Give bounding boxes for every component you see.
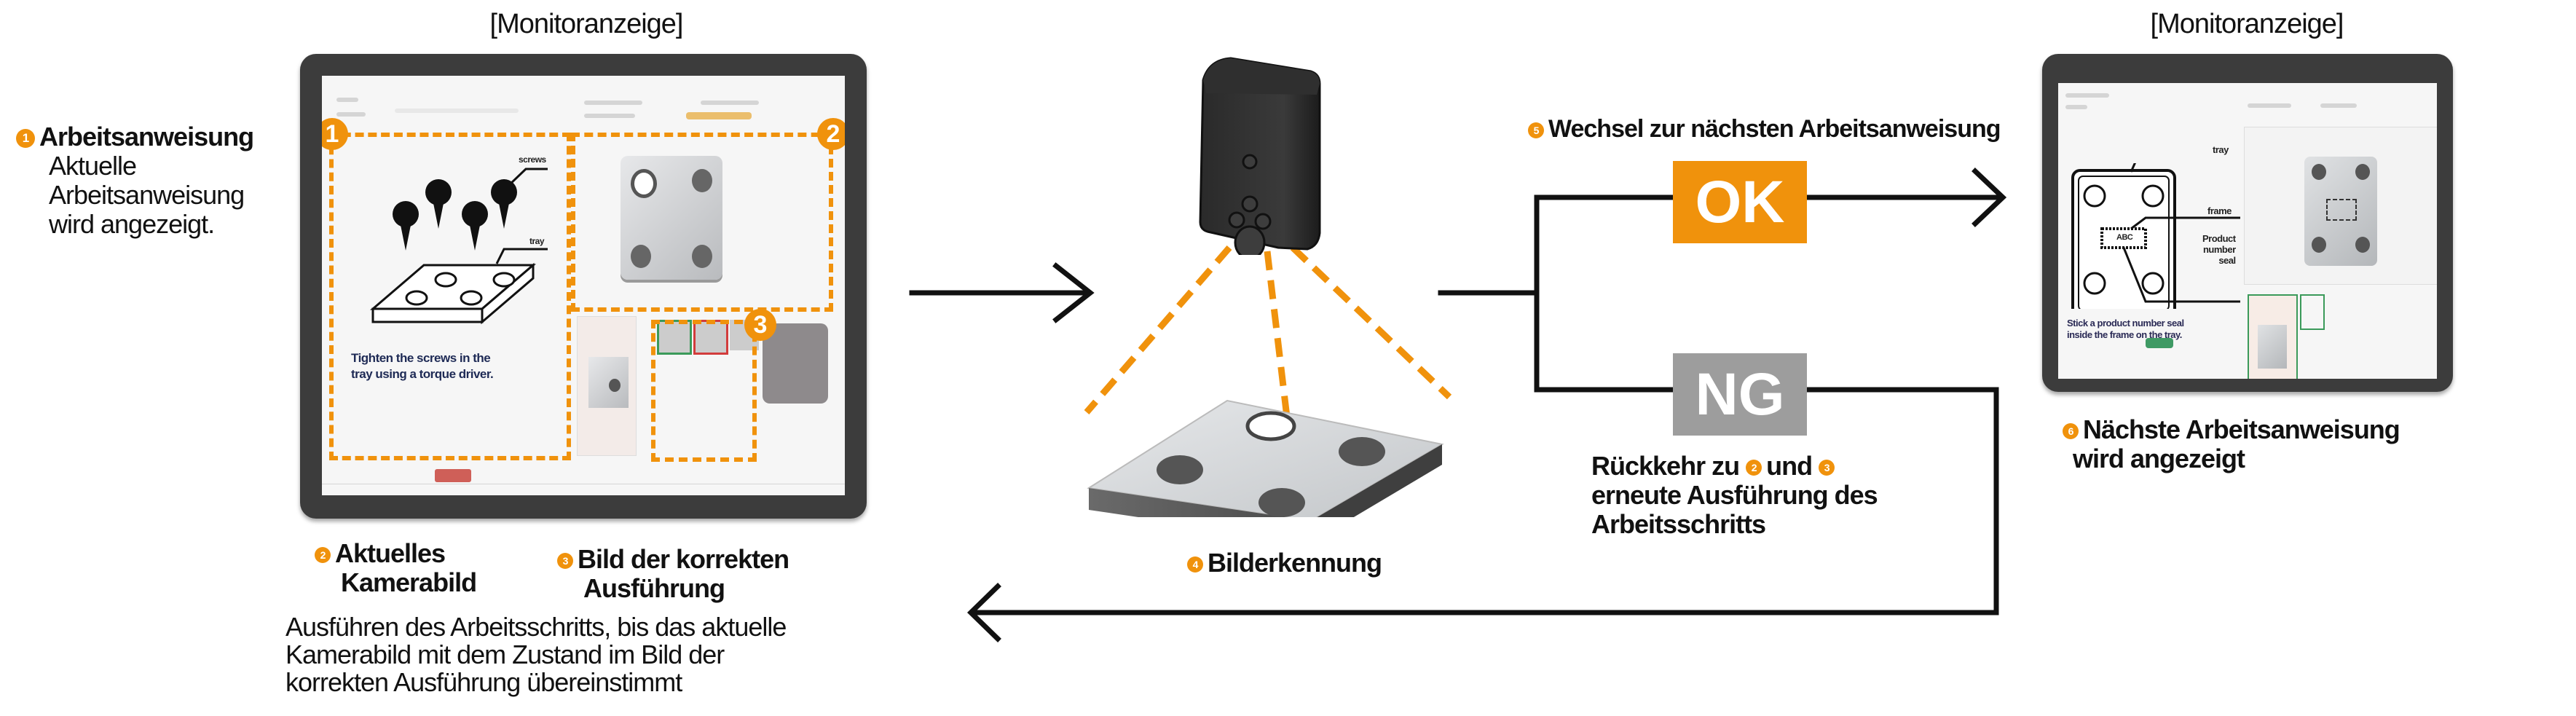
- instruction-text-line1: Tighten the screws in the: [351, 351, 491, 365]
- seal-instruction-illustration: [2071, 163, 2240, 309]
- tray-outline-icon: [369, 262, 537, 325]
- callout-1-line1: Aktuelle: [49, 151, 137, 181]
- area-1-instruction: [329, 133, 571, 460]
- area-2-camera: [571, 133, 833, 312]
- tray-product-icon: [1087, 399, 1444, 517]
- execute-note: Ausführen des Arbeitsschritts, bis das a…: [285, 612, 787, 697]
- right-monitor-heading: [Monitoranzeige]: [2150, 9, 2344, 39]
- instruction-text-line2: tray using a torque driver.: [351, 367, 494, 381]
- screw-head-icon: [692, 245, 712, 268]
- reference-thumb-ok: [2300, 294, 2325, 330]
- label-frame: frame: [2207, 205, 2232, 216]
- history-thumbnail: [577, 316, 637, 456]
- marker-2: 2: [817, 118, 845, 150]
- marker-1: 1: [322, 118, 348, 150]
- screw-head-icon: [692, 169, 712, 192]
- area-3-reference: [651, 320, 757, 462]
- left-monitor: screws tray Tighten the screws in the tr…: [300, 54, 867, 519]
- camera-image: [2244, 127, 2437, 285]
- label-tray: tray: [529, 236, 545, 246]
- left-monitor-screen: screws tray Tighten the screws in the tr…: [322, 76, 845, 495]
- reference-thumb-ok: [657, 320, 692, 355]
- label-tray: tray: [2213, 144, 2229, 155]
- marker-6-icon: 6: [2063, 423, 2079, 440]
- ok-result-box: OK: [1673, 161, 1807, 243]
- label-screws: screws: [519, 154, 546, 165]
- reference-photo: [763, 323, 828, 404]
- marker-3-icon: 3: [1819, 460, 1835, 476]
- right-monitor: ABC tray frame Product number seal Stick…: [2042, 54, 2453, 392]
- ng-return-line: [973, 387, 1999, 615]
- screw-head-icon: [631, 245, 651, 268]
- arrowhead-icon: [1972, 168, 2007, 227]
- marker-5-icon: 5: [1528, 122, 1544, 139]
- status-indicator: [686, 112, 752, 119]
- marker-2-icon: 2: [1746, 460, 1762, 476]
- fov-line-right: [1290, 245, 1452, 400]
- camera-device-icon: [1199, 57, 1321, 255]
- callout-1-title: Arbeitsanweisung: [39, 122, 254, 152]
- callout-1-line3: wird angezeigt.: [49, 209, 215, 239]
- fov-line-center: [1264, 251, 1299, 485]
- arrowhead-icon: [1052, 262, 1095, 323]
- screw-icon: [393, 179, 517, 251]
- marker-1-icon: 1: [16, 129, 35, 149]
- marker-3-icon: 3: [557, 553, 573, 570]
- marker-4-icon: 4: [1187, 556, 1203, 573]
- marker-2-icon: 2: [315, 547, 331, 564]
- ok-status-indicator: [2146, 338, 2173, 348]
- label-product-number-seal: Product number seal: [2202, 233, 2236, 266]
- right-monitor-screen: ABC tray frame Product number seal Stick…: [2058, 83, 2437, 379]
- marker-3: 3: [744, 309, 776, 341]
- stop-button[interactable]: [435, 469, 471, 482]
- left-monitor-heading: [Monitoranzeige]: [489, 9, 684, 39]
- fov-line-left: [1084, 245, 1232, 414]
- arrowhead-icon: [966, 583, 1001, 642]
- instruction-text-line1: Stick a product number seal: [2067, 318, 2184, 329]
- instruction-illustration: [369, 168, 548, 325]
- reference-thumb-ok: [2248, 294, 2298, 379]
- screw-icon: [2083, 184, 2165, 295]
- seal-code: ABC: [2116, 233, 2133, 242]
- ng-result-box: NG: [1673, 353, 1807, 436]
- camera-image: [621, 156, 722, 280]
- empty-hole-icon: [631, 169, 657, 198]
- instruction-text-line2: inside the frame on the tray.: [2067, 329, 2182, 340]
- callout-1-line2: Arbeitsanweisung: [49, 180, 245, 210]
